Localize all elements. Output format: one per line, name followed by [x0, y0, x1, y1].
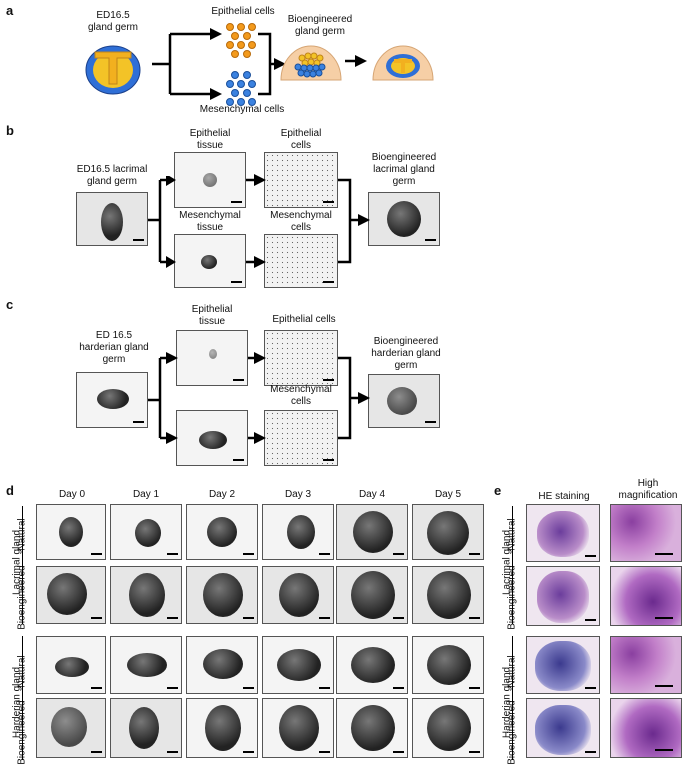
- d-img: [262, 566, 334, 624]
- b-epi-tissue-image: [174, 152, 246, 208]
- b-mes-arrow: [246, 256, 266, 268]
- c-mes-arrow: [248, 432, 266, 444]
- d-img: [412, 504, 484, 560]
- he-staining-label: HE staining: [538, 491, 590, 502]
- panel-c-label: c: [6, 297, 14, 312]
- d-img: [336, 698, 408, 758]
- d-img: [262, 504, 334, 560]
- d-img: [186, 504, 258, 560]
- b-epi-tissue-label: Epithelial tissue: [189, 128, 231, 151]
- c-epi-cells-label: Epithelial cells: [272, 314, 336, 325]
- b-germ-label: ED16.5 lacrimal gland germ: [76, 164, 148, 187]
- b-merge-arrow: [338, 178, 370, 264]
- d-img: [412, 566, 484, 624]
- merge-arrow: [258, 32, 286, 96]
- d-harderian-bracket: [22, 636, 23, 760]
- b-split-arrow: [148, 176, 176, 268]
- panel-a-label: a: [6, 3, 14, 18]
- d-img: [36, 636, 106, 694]
- c-epi-arrow: [248, 352, 266, 364]
- day-1-label: Day 1: [132, 489, 160, 500]
- b-bio-label: Bioengineered lacrimal gland germ: [371, 152, 437, 187]
- b-bio-image: [368, 192, 440, 246]
- high-mag-image: [610, 636, 682, 694]
- d-img: [336, 566, 408, 624]
- d-img: [412, 698, 484, 758]
- c-bio-image: [368, 374, 440, 428]
- day-3-label: Day 3: [284, 489, 312, 500]
- he-image: [526, 566, 600, 626]
- developed-germ-icon: [372, 45, 434, 81]
- d-img: [412, 636, 484, 694]
- c-mes-tissue-image: [176, 410, 248, 466]
- d-img: [336, 504, 408, 560]
- c-epi-tissue-image: [176, 330, 248, 386]
- d-img: [110, 566, 182, 624]
- c-germ-label: ED 16.5 harderian gland germ: [79, 330, 149, 365]
- mesenchymal-cells-label: Mesenchymal cells: [199, 104, 285, 115]
- he-image: [526, 504, 600, 562]
- result-arrow: [345, 55, 367, 67]
- d-img: [110, 698, 182, 758]
- b-epi-cells-label: Epithelial cells: [280, 128, 322, 151]
- b-mes-cells-image: [264, 234, 338, 288]
- d-img: [186, 566, 258, 624]
- d-img: [186, 636, 258, 694]
- split-arrow: [152, 28, 222, 100]
- epithelial-cells-label: Epithelial cells: [211, 6, 275, 17]
- high-mag-image: [610, 504, 682, 562]
- day-4-label: Day 4: [358, 489, 386, 500]
- d-img: [36, 566, 106, 624]
- high-magnification-label: High magnification: [618, 478, 678, 501]
- b-mes-cells-label: Mesenchymal cells: [270, 210, 332, 233]
- b-mes-tissue-label: Mesenchymal tissue: [179, 210, 241, 233]
- bioengineered-germ-icon: [280, 45, 342, 81]
- mesenchymal-cells-icon: [226, 71, 256, 106]
- b-epi-arrow: [246, 174, 266, 186]
- d-img: [110, 636, 182, 694]
- c-split-arrow: [148, 352, 178, 444]
- epithelial-cells-icon: [226, 23, 256, 58]
- day-2-label: Day 2: [208, 489, 236, 500]
- high-mag-image: [610, 566, 682, 626]
- d-img: [262, 698, 334, 758]
- c-epi-tissue-label: Epithelial tissue: [191, 304, 233, 327]
- panel-b-label: b: [6, 123, 14, 138]
- gland-germ-icon: [85, 45, 141, 95]
- d-img: [36, 504, 106, 560]
- c-bio-label: Bioengineered harderian gland germ: [371, 336, 441, 371]
- d-img: [262, 636, 334, 694]
- day-5-label: Day 5: [434, 489, 462, 500]
- panel-d-label: d: [6, 483, 14, 498]
- high-mag-image: [610, 698, 682, 758]
- c-epi-cells-image: [264, 330, 338, 386]
- c-mes-cells-image: [264, 410, 338, 466]
- d-img: [336, 636, 408, 694]
- d-lacrimal-bracket: [22, 506, 23, 624]
- b-mes-tissue-image: [174, 234, 246, 288]
- d-img: [36, 698, 106, 758]
- he-image: [526, 636, 600, 694]
- bioengineered-germ-label: Bioengineered gland germ: [287, 14, 353, 37]
- b-epi-cells-image: [264, 152, 338, 208]
- d-img: [186, 698, 258, 758]
- c-germ-image: [76, 372, 148, 428]
- germ-label: ED16.5 gland germ: [87, 10, 139, 33]
- e-lacrimal-bracket: [512, 506, 513, 624]
- c-merge-arrow: [338, 356, 370, 440]
- panel-e-label: e: [494, 483, 502, 498]
- d-img: [110, 504, 182, 560]
- b-germ-image: [76, 192, 148, 246]
- day-0-label: Day 0: [58, 489, 86, 500]
- he-image: [526, 698, 600, 758]
- c-mes-cells-label: Mesenchymal cells: [270, 384, 332, 407]
- e-harderian-bracket: [512, 636, 513, 760]
